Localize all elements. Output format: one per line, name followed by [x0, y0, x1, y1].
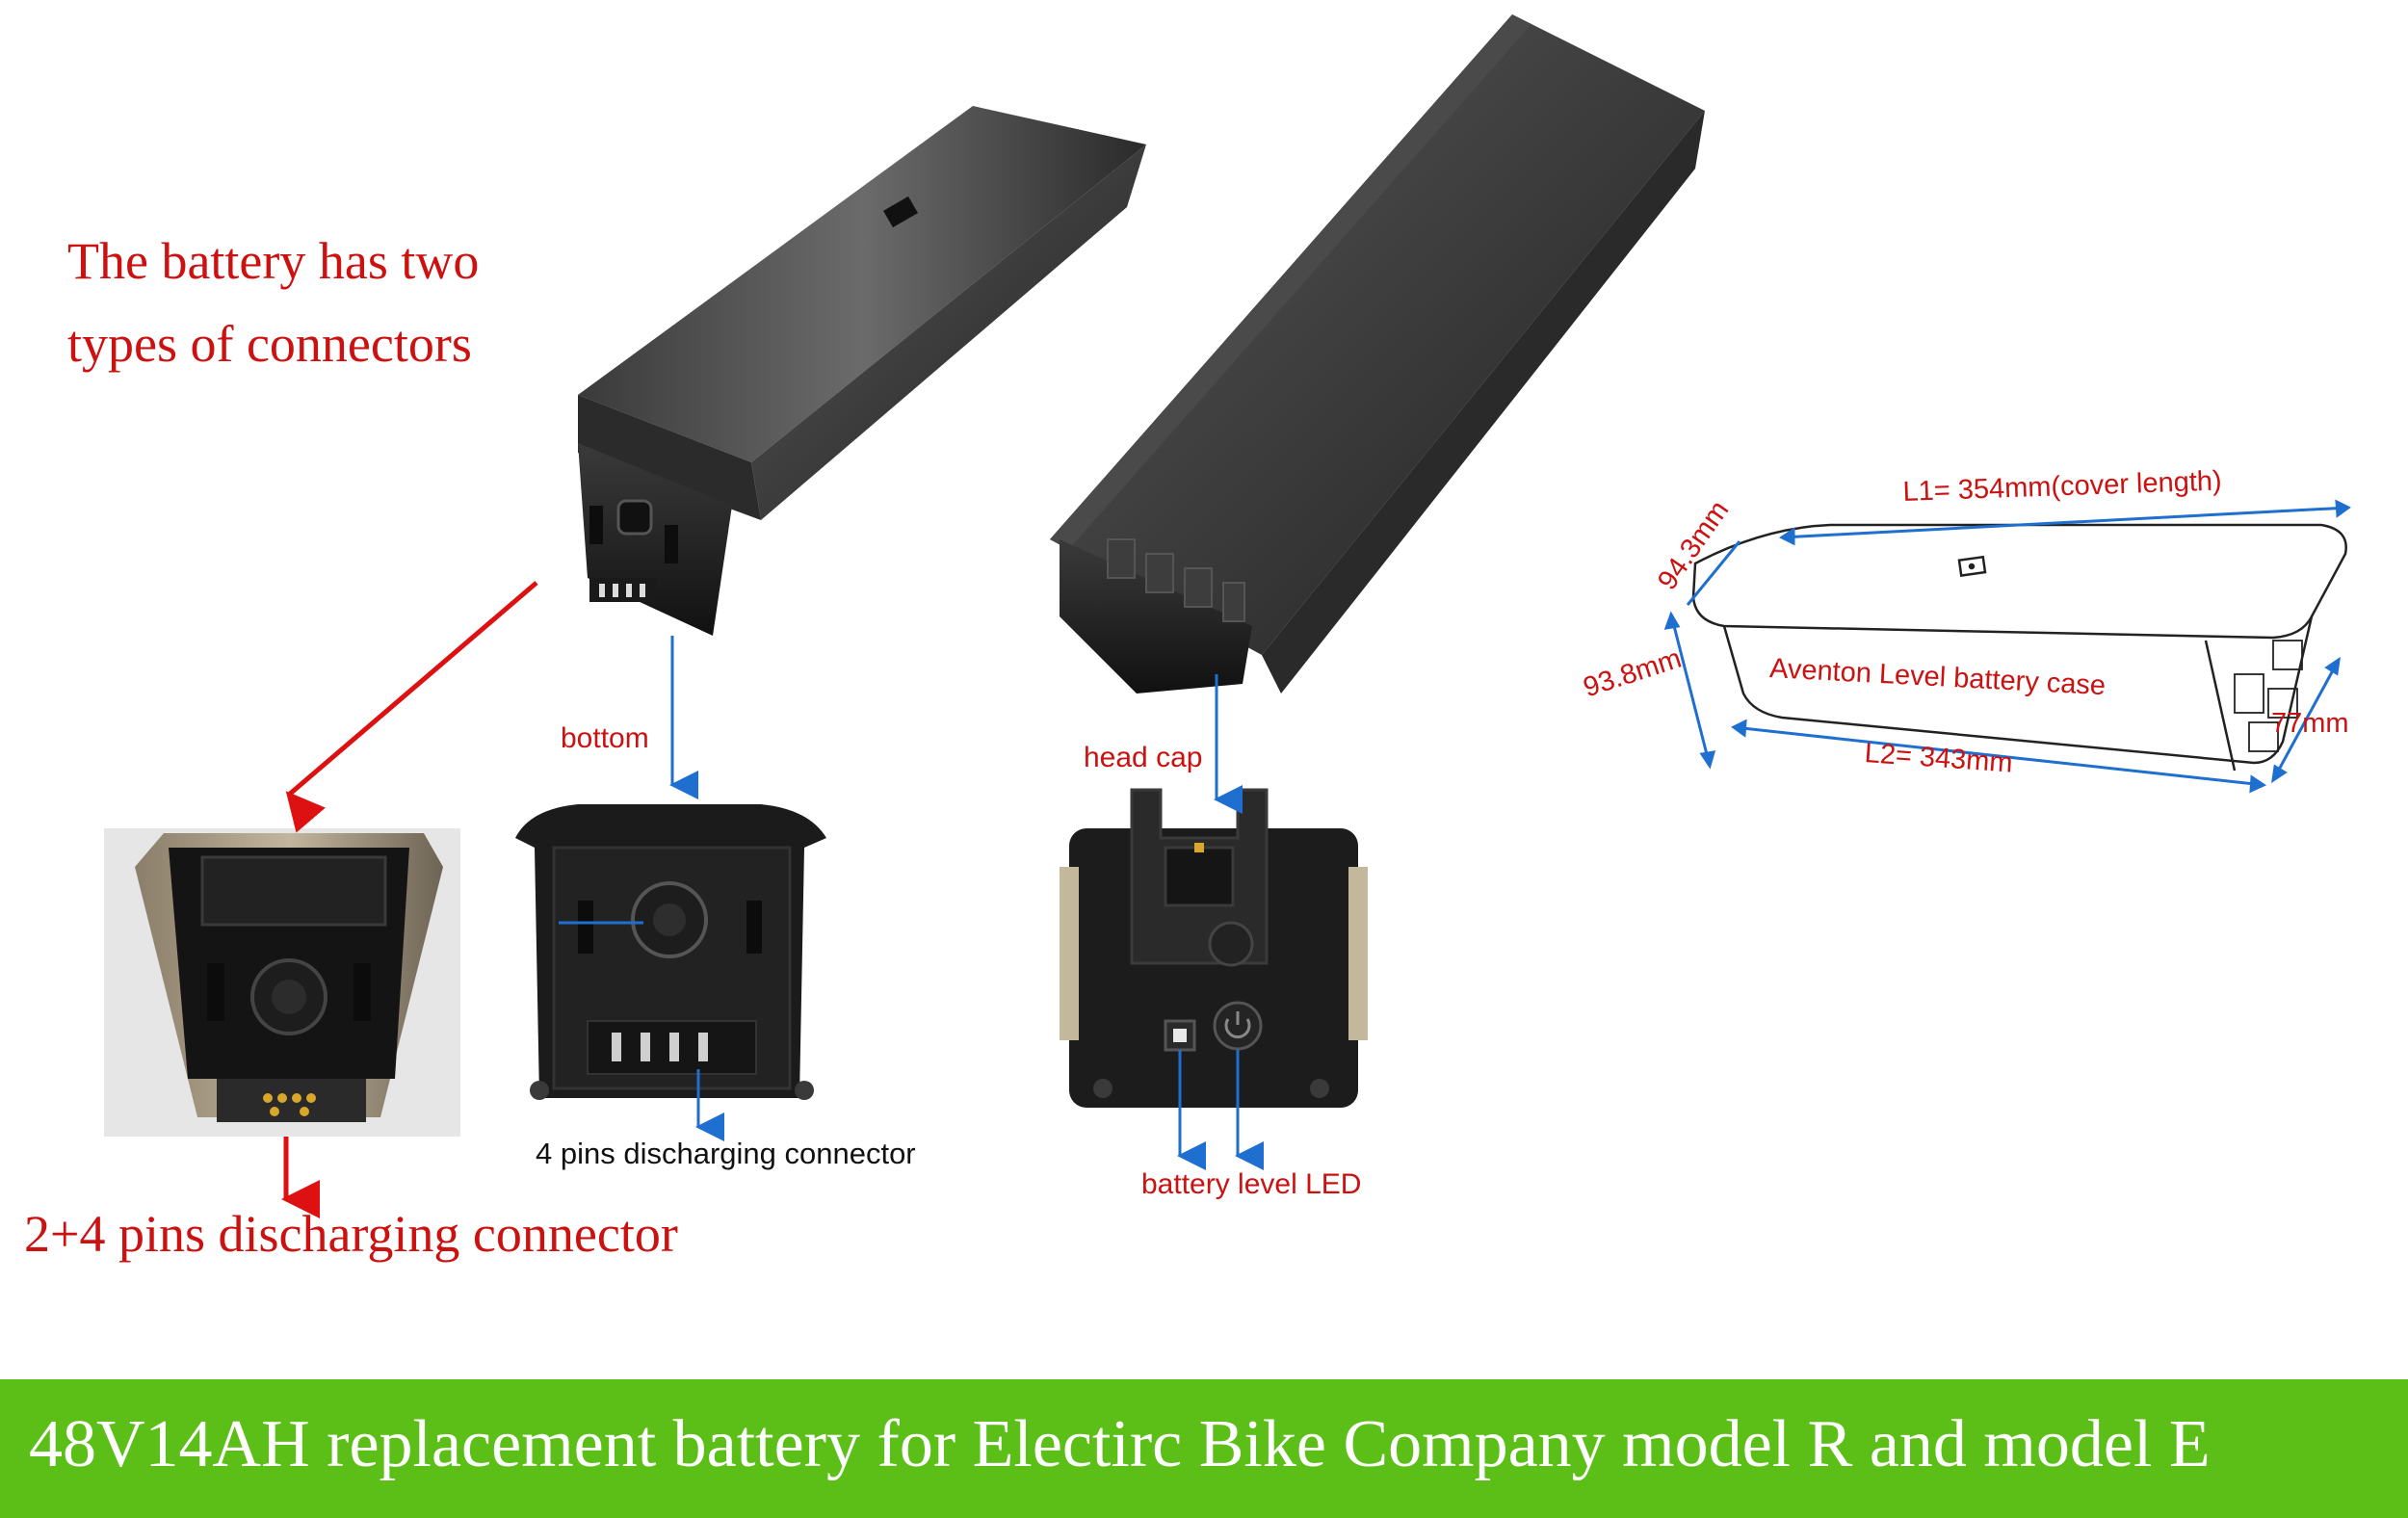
headcap-photo: [1060, 788, 1368, 1108]
dimension-arrows: [1663, 499, 2351, 794]
dimension-diagram: [1691, 523, 2347, 772]
power-icon: [1213, 1001, 1263, 1051]
footer-banner: 48V14AH replacement battery for Electirc…: [0, 1379, 2408, 1518]
dim-width: 77mm: [2271, 708, 2349, 739]
label-bottom: bottom: [561, 722, 649, 754]
label-4-pins: 4 pins discharging connector: [536, 1137, 916, 1170]
battery-photo-right: [1050, 14, 1705, 694]
label-battery-led: battery level LED: [1141, 1168, 1362, 1200]
battery-photo-left: [578, 106, 1146, 636]
headline: The battery has two types of connectors: [67, 231, 479, 374]
connector-photo-2plus4: [104, 828, 460, 1137]
connector-photo-4pins: [515, 804, 826, 1100]
label-2plus4-pins: 2+4 pins discharging connector: [24, 1205, 678, 1263]
callout-arrows: [281, 581, 1264, 1218]
headline-line-1: The battery has two: [67, 232, 480, 290]
label-head-cap: head cap: [1084, 742, 1203, 773]
banner-title: 48V14AH replacement battery for Electirc…: [29, 1407, 2211, 1481]
headline-line-2: types of connectors: [67, 315, 472, 374]
